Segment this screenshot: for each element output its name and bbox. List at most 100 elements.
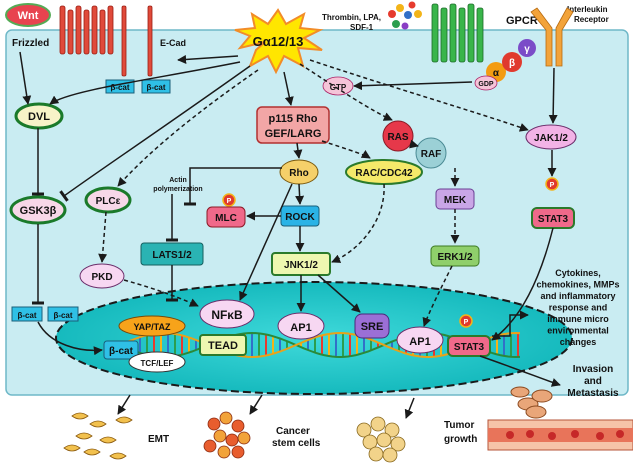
yaptaz-label: YAP/TAZ	[133, 322, 171, 332]
bcat-label: β-cat	[110, 83, 129, 92]
plce-node	[84, 186, 132, 214]
invasion-label-2: and	[584, 376, 602, 387]
rac-label: RAC/CDC42	[355, 168, 413, 179]
p115-node	[256, 106, 330, 144]
stat3-label: STAT3	[538, 214, 569, 225]
mlc-node	[206, 206, 246, 228]
gtp-label: GTP	[330, 83, 347, 92]
frizzled-receptor	[59, 5, 114, 55]
tead-node	[199, 334, 247, 356]
nfkb-node	[199, 299, 255, 329]
bcat-box	[141, 79, 171, 94]
cytokines-line: environmental	[547, 326, 609, 336]
tead-label: TEAD	[208, 340, 238, 352]
pkd-node	[79, 263, 125, 289]
phospho-label: P	[464, 319, 469, 326]
bcat-label: β-cat	[109, 346, 134, 357]
phospho-badge	[545, 177, 559, 191]
nfkb-label: NFκB	[211, 308, 243, 322]
tcflef-node	[128, 351, 186, 373]
cytokines-line: Cytokines,	[555, 268, 601, 278]
ligands-label: Thrombin, LPA,	[322, 13, 381, 22]
p115-label-2: GEF/LARG	[265, 128, 322, 140]
ecad-label: E-Cad	[160, 38, 186, 48]
galpha-star	[234, 8, 324, 75]
beta-label: β	[509, 58, 515, 69]
ap1-node	[396, 326, 444, 354]
gsk3b-node	[9, 195, 67, 225]
cancer-stem-cells-icon	[203, 411, 251, 459]
gdp-label: GDP	[478, 81, 494, 88]
alpha-label: α	[493, 68, 500, 79]
g-beta-subunit	[502, 52, 522, 72]
cytokines-line: and inflammatory	[540, 291, 615, 301]
mek-label: MEK	[444, 195, 467, 206]
phospho-label: P	[550, 182, 555, 189]
invasion-label: Invasion	[573, 364, 614, 375]
p115-label: p115 Rho	[269, 113, 318, 125]
galpha-label: Gα12/13	[253, 34, 304, 49]
lats-label: LATS1/2	[152, 250, 192, 261]
emt-label: EMT	[148, 434, 169, 445]
bcat-label: β-cat	[146, 83, 165, 92]
gpcr-receptor	[431, 3, 484, 63]
plce-label: PLCε	[96, 196, 121, 207]
dvl-label: DVL	[28, 111, 50, 123]
cancer-label: Cancer	[276, 426, 310, 437]
il-receptor	[530, 7, 574, 67]
actin-label-2: polymerization	[153, 186, 202, 193]
gpcr-label: GPCR	[506, 15, 538, 27]
ap1-label: AP1	[409, 336, 430, 348]
cytokines-line: immune micro	[547, 314, 609, 324]
ligand-molecules	[388, 1, 422, 30]
rock-label: ROCK	[285, 212, 315, 223]
gdp-badge	[474, 75, 498, 91]
pkd-label: PKD	[91, 272, 112, 283]
phospho-badge	[222, 193, 236, 207]
cytokines-line: response and	[549, 303, 608, 313]
bcat-box	[103, 340, 139, 360]
ras-label: RAS	[387, 132, 408, 143]
sre-node	[354, 313, 390, 339]
tumor-label-2: growth	[444, 434, 477, 445]
stat3-node	[447, 335, 491, 357]
raf-label: RAF	[421, 149, 442, 160]
gtp-badge	[322, 76, 354, 96]
bcat-box	[47, 306, 79, 322]
tumor-label: Tumor	[444, 420, 474, 431]
bcat-box	[11, 306, 43, 322]
wnt-label: Wnt	[18, 10, 39, 22]
erk-node	[430, 245, 480, 267]
emt-cells-icon	[63, 412, 133, 460]
bcat-label: β-cat	[17, 311, 36, 320]
dvl-node	[14, 102, 64, 130]
stat3-label: STAT3	[454, 342, 485, 353]
raf-node	[415, 137, 447, 169]
wnt-ligand	[5, 3, 51, 27]
rho-label: Rho	[289, 168, 308, 179]
gamma-label: γ	[524, 44, 530, 55]
ras-node	[382, 120, 414, 152]
yaptaz-node	[118, 315, 186, 337]
ap1-label: AP1	[290, 322, 311, 334]
actin-label: Actin	[169, 177, 187, 184]
ecad-receptor	[121, 5, 153, 77]
jnk-label: JNK1/2	[284, 260, 318, 271]
g-gamma-subunit	[518, 39, 536, 57]
jak-node	[525, 124, 577, 150]
cytokines-line: chemokines, MMPs	[536, 280, 619, 290]
il-receptor-label: Interleukin	[567, 5, 608, 14]
ap1-node	[277, 312, 325, 340]
dashed-arrows	[98, 59, 529, 327]
tumor-growth-icon	[356, 416, 406, 463]
pathway-arrows	[19, 51, 561, 419]
il-receptor-label-2: Receptor	[574, 15, 609, 24]
jak-label: JAK1/2	[534, 133, 568, 144]
tcflef-label: TCF/LEF	[141, 359, 174, 368]
bcat-label: β-cat	[53, 311, 72, 320]
frizzled-label: Frizzled	[12, 38, 49, 49]
mlc-label: MLC	[215, 213, 237, 224]
erk-label: ERK1/2	[437, 252, 472, 263]
phospho-label: P	[227, 198, 232, 205]
